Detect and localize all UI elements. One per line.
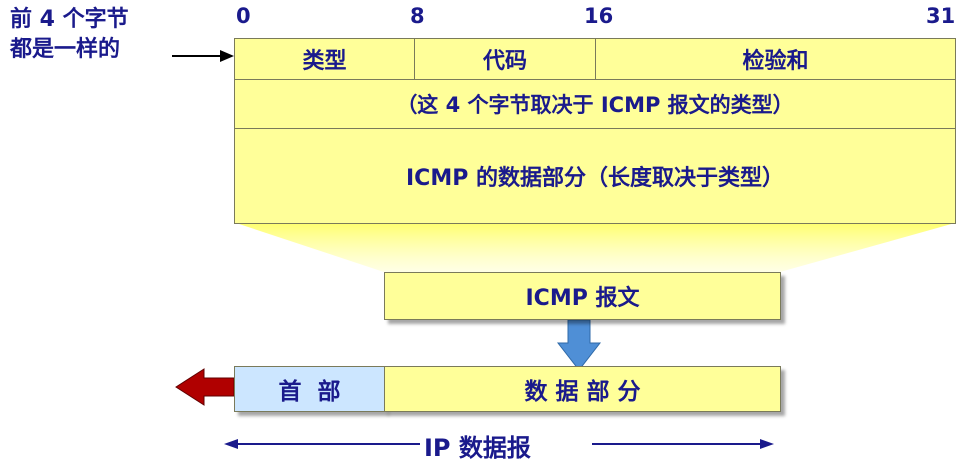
icmp-packet-label: ICMP 报文 [525, 286, 640, 311]
down-arrow [556, 319, 602, 371]
bit-label-31: 31 [926, 4, 956, 28]
left-arrow [175, 368, 235, 406]
funnel-shape [236, 223, 955, 272]
side-label-line1: 前 4 个字节 [10, 7, 129, 32]
data-section-label: ICMP 的数据部分（长度取决于类型） [405, 166, 784, 191]
field-type: 类型 [234, 38, 415, 80]
field-type-label: 类型 [302, 49, 347, 74]
span-arrow-left [224, 439, 238, 449]
pointer-arrow-head [220, 50, 234, 62]
rest-of-header: （这 4 个字节取决于 ICMP 报文的类型） [234, 79, 956, 129]
ip-header-label: 首 部 [278, 379, 341, 405]
field-checksum: 检验和 [595, 38, 956, 80]
ip-data-box: 数 据 部 分 [384, 366, 781, 412]
field-code-label: 代码 [482, 49, 527, 74]
data-section: ICMP 的数据部分（长度取决于类型） [234, 128, 956, 224]
span-arrow-right [760, 439, 774, 449]
field-code: 代码 [414, 38, 596, 80]
rest-of-header-label: （这 4 个字节取决于 ICMP 报文的类型） [396, 93, 794, 117]
field-checksum-label: 检验和 [742, 49, 809, 74]
side-label-line2: 都是一样的 [10, 37, 121, 62]
icmp-packet-box: ICMP 报文 [384, 272, 781, 320]
ip-data-label: 数 据 部 分 [524, 379, 641, 405]
ip-datagram-label: IP 数据报 [424, 434, 531, 462]
bit-label-0: 0 [236, 4, 251, 28]
bit-label-16: 16 [584, 4, 614, 28]
bit-label-8: 8 [410, 4, 425, 28]
ip-header-box: 首 部 [234, 366, 385, 412]
